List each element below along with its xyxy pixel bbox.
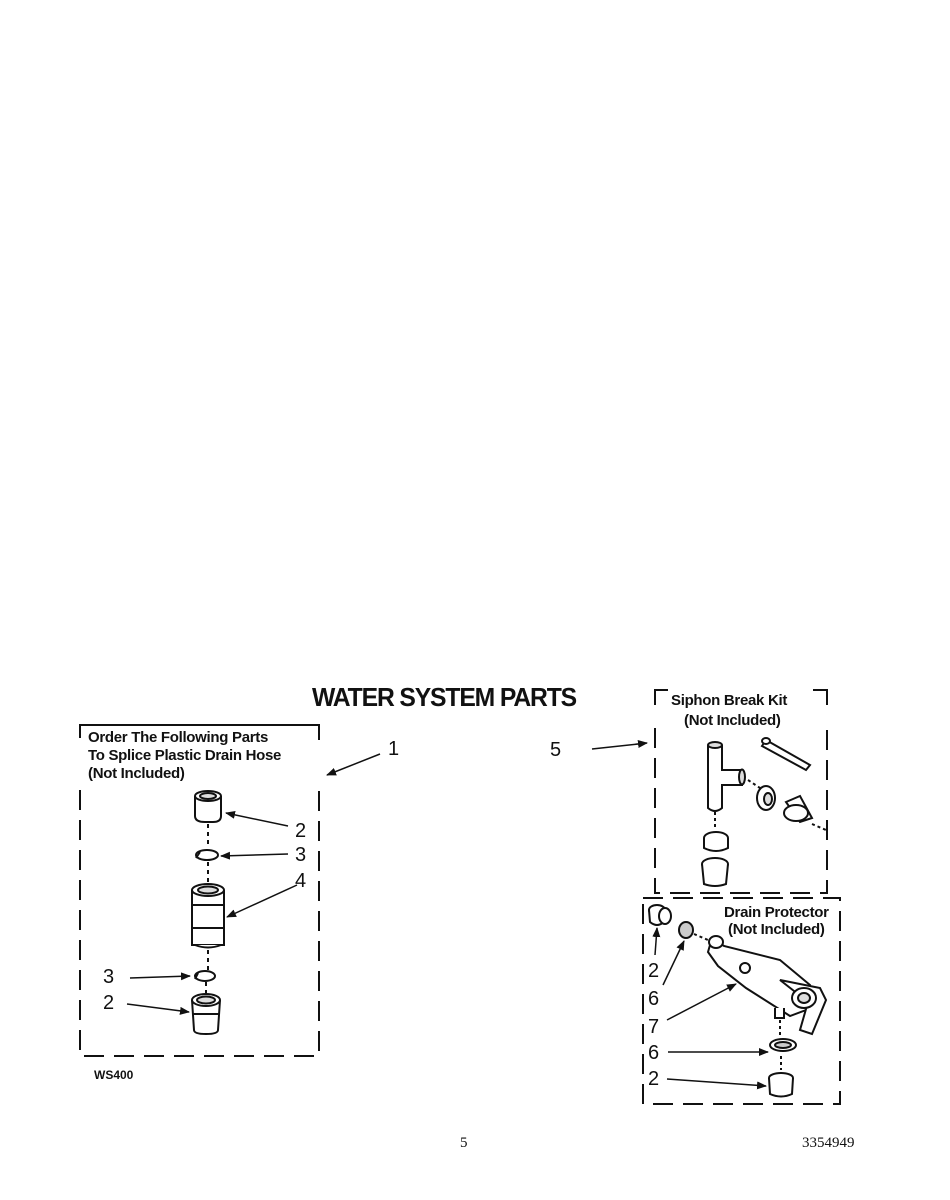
siphon-cup	[701, 857, 729, 887]
arrow-1	[326, 753, 381, 776]
splice-part-3-bottom	[194, 970, 216, 982]
drain-centerline-1	[693, 933, 709, 941]
splice-part-4-connector	[191, 883, 225, 949]
arrow-splice-3-top	[220, 851, 289, 860]
arrow-5	[591, 739, 648, 750]
callout-drain-7: 7	[648, 1016, 660, 1038]
arrow-drain-6-top	[662, 940, 685, 986]
splice-box-frame	[79, 724, 320, 1057]
arrow-drain-2-bottom	[666, 1078, 767, 1090]
drain-box-frame	[642, 897, 841, 1105]
callout-drain-2-top: 2	[648, 960, 660, 982]
arrow-splice-2-top	[225, 810, 289, 827]
callout-drain-6-bottom: 6	[648, 1042, 660, 1064]
callout-splice-3-bottom: 3	[103, 966, 115, 988]
callout-drain-2-bottom: 2	[648, 1068, 660, 1090]
siphon-cap	[783, 794, 814, 824]
callout-drain-6-top: 6	[648, 988, 660, 1010]
page-number: 5	[460, 1135, 468, 1151]
drain-ring-top	[678, 921, 694, 939]
arrow-splice-2-bottom	[126, 1003, 190, 1015]
siphon-box-line-1: Siphon Break Kit	[671, 692, 788, 709]
siphon-tee	[707, 741, 746, 812]
arrow-drain-7	[666, 983, 737, 1021]
splice-part-2-bottom	[191, 993, 221, 1036]
siphon-lower-nut	[703, 831, 729, 852]
arrow-drain-2-top	[652, 927, 661, 956]
arrow-splice-4	[226, 884, 298, 918]
siphon-nut	[756, 785, 776, 811]
drain-ring-bottom	[769, 1038, 797, 1052]
drain-cap-bottom	[768, 1072, 794, 1098]
callout-splice-2-bottom: 2	[103, 992, 115, 1014]
callout-5: 5	[550, 739, 562, 761]
callout-splice-3-top: 3	[295, 844, 307, 866]
callout-1: 1	[388, 738, 400, 760]
drain-box-line-2: (Not Included)	[728, 921, 825, 938]
callout-splice-2-top: 2	[295, 820, 307, 842]
siphon-box-frame	[654, 689, 828, 894]
siphon-box-line-2: (Not Included)	[684, 712, 781, 729]
drain-cap-top	[648, 904, 672, 926]
diagram-code: WS400	[94, 1068, 134, 1082]
splice-box-line-3: (Not Included)	[88, 765, 185, 782]
siphon-centerline-2	[811, 823, 827, 831]
page-title: WATER SYSTEM PARTS	[312, 682, 577, 712]
splice-box-line-2: To Splice Plastic Drain Hose	[88, 747, 282, 764]
callout-splice-4: 4	[295, 870, 307, 892]
arrow-splice-3-bottom	[129, 972, 191, 981]
drain-box-line-1: Drain Protector	[724, 904, 829, 921]
document-number: 3354949	[802, 1135, 855, 1151]
siphon-tie	[760, 737, 812, 772]
splice-part-2-top	[194, 790, 222, 823]
splice-box-line-1: Order The Following Parts	[88, 729, 269, 746]
drain-protector-body	[706, 935, 828, 1036]
siphon-centerline-1	[747, 779, 761, 789]
splice-part-3-top	[195, 849, 219, 861]
